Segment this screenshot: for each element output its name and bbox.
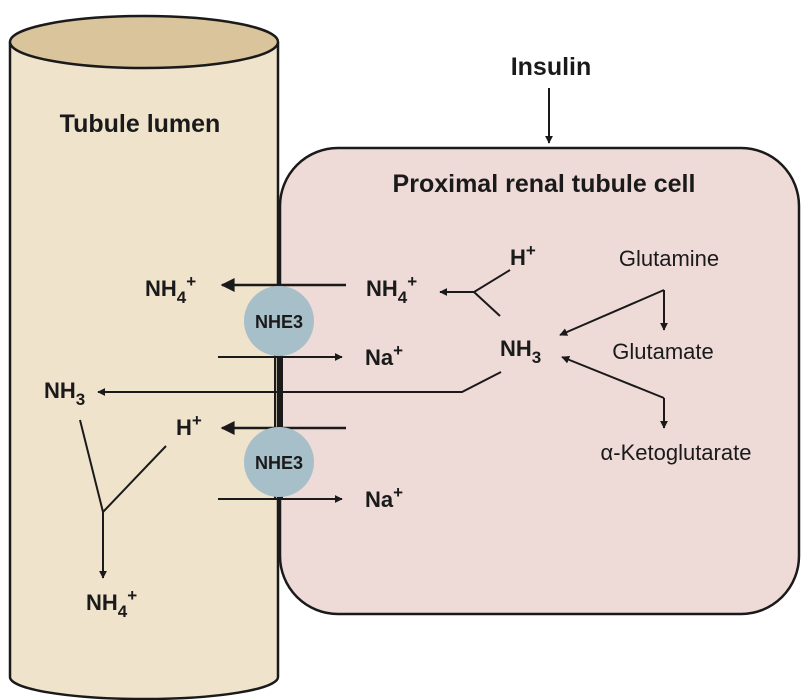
- insulin-label: Insulin: [511, 53, 592, 81]
- lumen-h-label: H+: [176, 411, 202, 440]
- tubule-cylinder-body: [8, 42, 280, 700]
- ketoglutarate-label: α-Ketoglutarate: [601, 440, 752, 465]
- tubule-lumen-label: Tubule lumen: [60, 110, 221, 138]
- na-label-1: Na+: [365, 341, 403, 370]
- glutamine-label: Glutamine: [619, 246, 719, 271]
- lumen-nh4-label-top: NH4+: [145, 272, 196, 307]
- cell-nh3-label: NH3: [500, 336, 541, 367]
- glutamine-nh3-arrow: [559, 289, 665, 336]
- proximal-cell-label: Proximal renal tubule cell: [393, 170, 696, 198]
- nh3-diffusion-arrow: [97, 371, 502, 396]
- tubule-cylinder-top: [8, 14, 280, 70]
- proximal-cell: [278, 146, 801, 616]
- na-label-2: Na+: [365, 483, 403, 512]
- nhe3-label-1: NHE3: [255, 312, 303, 332]
- lumen-nh4-label-bottom: NH4+: [86, 586, 137, 621]
- glutamate-label: Glutamate: [612, 339, 714, 364]
- cell-nh4-label: NH4+: [366, 272, 417, 307]
- glutamate-nh3-arrow: [561, 355, 665, 399]
- nhe3-transporter-1: [244, 286, 314, 356]
- cell-h-label: H+: [510, 241, 536, 270]
- nhe3-label-2: NHE3: [255, 453, 303, 473]
- nhe3-transporter-2: [244, 427, 314, 497]
- lumen-nh3-label: NH3: [44, 378, 85, 409]
